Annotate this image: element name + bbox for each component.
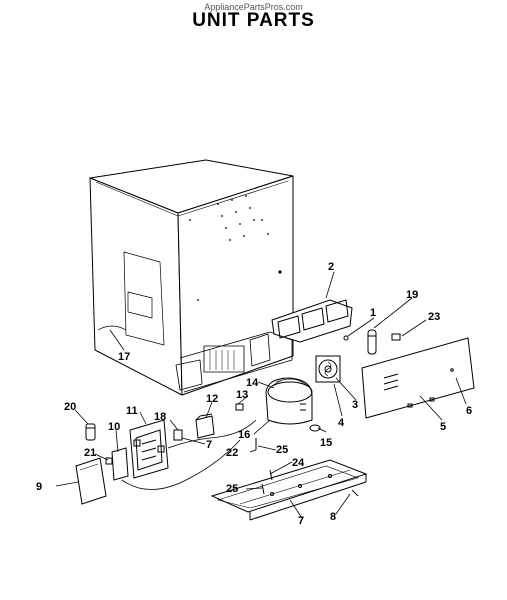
callout-14: 13 bbox=[236, 389, 248, 401]
part-19-switch bbox=[173, 429, 183, 441]
callout-24: 22 bbox=[226, 447, 238, 459]
callout-25b: 25 bbox=[226, 483, 238, 495]
callout-22: 19 bbox=[406, 289, 418, 301]
callout-13: 12 bbox=[206, 393, 218, 405]
leader-lines bbox=[55, 271, 467, 519]
callout-21: 20 bbox=[64, 401, 76, 413]
callout-1: 1 bbox=[370, 307, 376, 319]
callout-8: 7 bbox=[298, 515, 304, 527]
part-11-bracket bbox=[105, 447, 129, 481]
page-title: UNIT PARTS bbox=[192, 10, 315, 31]
callout-25a: 25 bbox=[276, 444, 288, 456]
callout-15: 14 bbox=[246, 377, 259, 389]
callout-12: 11 bbox=[126, 405, 138, 417]
callout-labels: 1 2 19 23 3 4 5 6 17 14 13 15 16 12 11 1… bbox=[36, 261, 472, 527]
part-15-compressor bbox=[265, 377, 313, 425]
part-1-fitting bbox=[343, 335, 349, 341]
callout-10: 9 bbox=[36, 481, 42, 493]
callout-16: 15 bbox=[320, 437, 332, 449]
part-2-evaporator bbox=[271, 299, 353, 343]
cabinet bbox=[89, 159, 294, 396]
callout-4: 4 bbox=[338, 417, 345, 429]
part-8-base-tray bbox=[210, 459, 368, 521]
part-22-cylinder bbox=[367, 329, 377, 355]
part-10-cover bbox=[75, 457, 107, 505]
part-13-relay bbox=[195, 413, 215, 439]
part-5-clip bbox=[391, 333, 401, 341]
part-21-sensor bbox=[85, 423, 96, 441]
callout-19: 18 bbox=[154, 411, 166, 423]
rear-panel-vents bbox=[189, 195, 282, 301]
callout-18: 17 bbox=[118, 351, 130, 363]
part-12-housing bbox=[129, 419, 169, 479]
callout-23: 21 bbox=[84, 447, 96, 459]
part-3-fan bbox=[315, 355, 341, 383]
watermark: AppliancePartsPros.com bbox=[204, 2, 303, 12]
callout-6: 5 bbox=[440, 421, 446, 433]
part-16-grommet bbox=[309, 424, 321, 432]
part-14-connector bbox=[235, 403, 244, 411]
callout-7b: 7 bbox=[206, 439, 212, 451]
callout-9: 8 bbox=[330, 511, 336, 523]
screws bbox=[255, 438, 359, 497]
callout-7a: 6 bbox=[466, 405, 472, 417]
callout-20: 24 bbox=[292, 457, 305, 469]
callout-17: 16 bbox=[238, 429, 250, 441]
callout-11: 10 bbox=[108, 421, 120, 433]
callout-3: 3 bbox=[352, 399, 358, 411]
callout-2: 2 bbox=[328, 261, 334, 273]
part-6-rear-panel bbox=[361, 337, 475, 419]
wire-harness bbox=[121, 419, 257, 490]
callout-5: 23 bbox=[428, 311, 440, 323]
